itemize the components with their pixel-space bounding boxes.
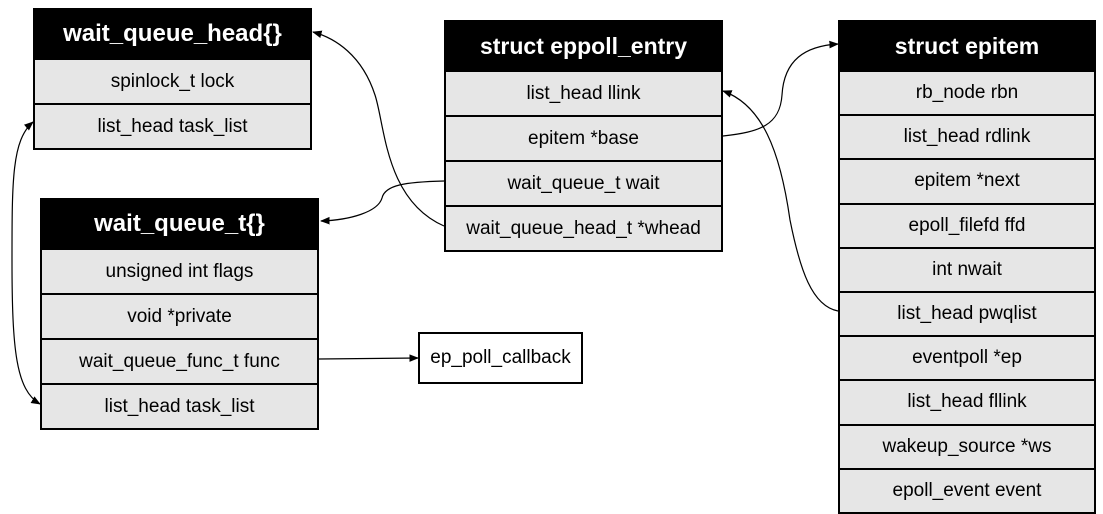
arrow-task-list-link: [11, 121, 41, 405]
epitem-field-fllink: list_head fllink: [840, 379, 1094, 424]
wait-queue-t-field-private: void *private: [42, 293, 317, 338]
epitem-field-ffd: epoll_filefd ffd: [840, 202, 1094, 247]
wait-queue-t-field-func: wait_queue_func_t func: [42, 338, 317, 383]
wait-queue-t-title: wait_queue_t{}: [42, 200, 317, 248]
wait-queue-t-field-task-list: list_head task_list: [42, 383, 317, 428]
arrow-base-to-epitem: [722, 40, 839, 137]
wait-queue-t-struct: wait_queue_t{} unsigned int flags void *…: [40, 198, 319, 430]
eppoll-entry-struct: struct eppoll_entry list_head llink epit…: [444, 20, 723, 252]
wait-queue-head-title: wait_queue_head{}: [35, 10, 310, 58]
epitem-field-nwait: int nwait: [840, 246, 1094, 291]
arrow-wait-to-wait-queue-t: [320, 180, 445, 225]
arrow-func-to-callback: [318, 354, 419, 362]
arrow-pwqlist-to-llink: [722, 90, 839, 312]
epitem-field-pwqlist: list_head pwqlist: [840, 290, 1094, 336]
epitem-field-rdlink: list_head rdlink: [840, 114, 1094, 159]
eppoll-entry-field-base: epitem *base: [446, 115, 721, 160]
epitem-field-ep: eventpoll *ep: [840, 335, 1094, 380]
wait-queue-t-field-flags: unsigned int flags: [42, 248, 317, 293]
eppoll-entry-field-whead: wait_queue_head_t *whead: [446, 205, 721, 250]
epitem-field-next: epitem *next: [840, 158, 1094, 203]
epitem-field-rbn: rb_node rbn: [840, 70, 1094, 115]
ep-poll-callback-box: ep_poll_callback: [418, 332, 583, 384]
arrow-whead-to-wait-queue-head: [312, 30, 445, 227]
wait-queue-head-field-lock: spinlock_t lock: [35, 58, 310, 103]
eppoll-entry-title: struct eppoll_entry: [446, 22, 721, 70]
eppoll-entry-field-llink: list_head llink: [446, 70, 721, 115]
epitem-struct: struct epitem rb_node rbn list_head rdli…: [838, 20, 1096, 514]
epitem-field-ws: wakeup_source *ws: [840, 423, 1094, 468]
epitem-title: struct epitem: [840, 22, 1094, 70]
eppoll-entry-field-wait: wait_queue_t wait: [446, 160, 721, 205]
epitem-field-event: epoll_event event: [840, 467, 1094, 512]
wait-queue-head-struct: wait_queue_head{} spinlock_t lock list_h…: [33, 8, 312, 150]
wait-queue-head-field-task-list: list_head task_list: [35, 103, 310, 148]
